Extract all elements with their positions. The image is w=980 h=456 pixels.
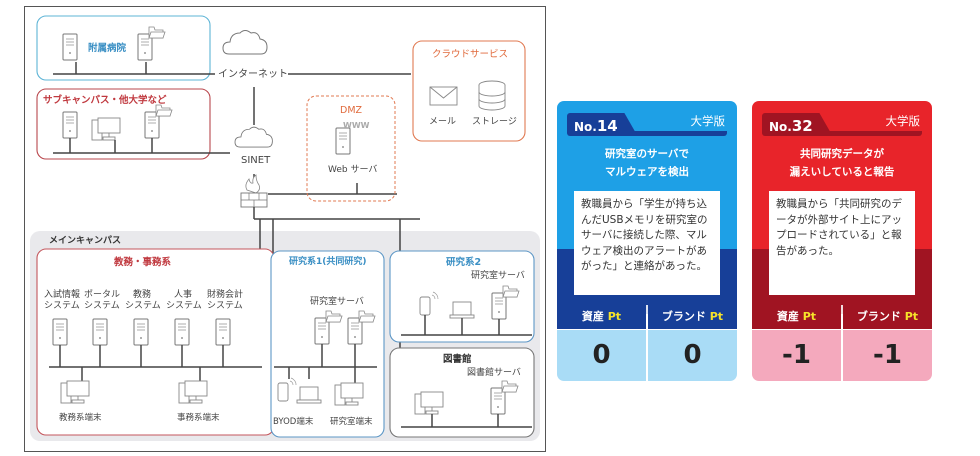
office-terminal-label: 事務系端末 [177,413,220,423]
brand-pt-value: 0 [648,330,737,381]
laptop-icon [296,386,322,404]
research2-server-label: 研究室サーバ [471,271,525,281]
web-server-label: Web サーバ [328,165,378,175]
pc-icon [91,117,121,141]
internet-cloud-icon [222,30,268,55]
card-description: 教職員から「学生が持ち込んだUSBメモリを研究室のサーバに接続した際、マルウェア… [574,191,720,295]
server-icon [62,111,78,139]
system-label: 財務会計システム [207,290,244,311]
server-icon [215,318,231,346]
admin-zone [36,248,275,436]
lab-terminal-label: 研究室端末 [330,417,373,427]
firewall-icon [240,174,268,208]
sinet-label: SINET [241,155,271,166]
mail-label: メール [429,117,457,127]
hospital-label: 附属病院 [88,43,127,54]
asset-pt-value: 0 [557,330,646,381]
system-label: 人事システム [166,290,202,311]
cloud-services-title: クラウドサービス [432,49,509,60]
card-edition: 大学版 [690,114,726,128]
cloud-services-zone [412,40,526,142]
asset-pt-header: 資産 Pt [557,305,646,329]
network-lines [30,15,540,441]
card-edition: 大学版 [885,114,921,128]
research2-title: 研究系2 [446,257,482,268]
card-number: No.14 [574,117,618,135]
academic-terminal-label: 教務系端末 [59,413,102,423]
admin-title: 教務・事務系 [114,257,172,268]
server-icon [174,318,190,346]
lab-server-label: 研究室サーバ [310,297,364,307]
network-diagram: 附属病院 インターネット サブキャンパス・他大学など SINET クラウドサービ… [24,6,546,452]
server-icon [133,318,149,346]
library-title: 図書館 [443,354,472,365]
folder-icon [148,26,166,39]
server-icon [62,33,78,61]
brand-pt-value: -1 [843,330,932,381]
main-campus-label: メインキャンパス [49,236,122,246]
mail-icon [429,86,458,106]
incident-card: No.14 大学版 研究室のサーバで マルウェアを検出 教職員から「学生が持ち込… [557,101,737,381]
system-label: ポータルシステム [84,290,121,311]
brand-pt-header: ブランド Pt [648,305,737,329]
library-server-label: 図書館サーバ [467,368,521,378]
server-icon [52,318,68,346]
card-title: 研究室のサーバで マルウェアを検出 [605,148,689,178]
storage-label: ストレージ [472,117,517,127]
brand-pt-header: ブランド Pt [843,305,932,329]
asset-pt-value: -1 [752,330,841,381]
card-header: No.14 大学版 [567,113,727,136]
server-icon [92,318,108,346]
laptop-icon [449,301,475,319]
dmz-zone [306,95,396,202]
card-number: No.32 [769,117,813,135]
system-label: 教務システム [125,290,161,311]
web-server-icon [335,127,351,155]
storage-icon [478,80,506,111]
folder-icon [155,104,173,117]
incident-card: No.32 大学版 共同研究データが 漏えいしていると報告 教職員から「共同研究… [752,101,932,381]
subcampus-label: サブキャンパス・他大学など [43,95,167,106]
www-label: WWW [343,121,370,130]
internet-label: インターネット [218,69,288,80]
card-header: No.32 大学版 [762,113,922,136]
card-description: 教職員から「共同研究のデータが外部サイト上にアップロードされている」と報告があっ… [769,191,915,295]
system-label: 入試情報システム [44,290,81,311]
research1-title: 研究系1(共同研究) [289,257,367,267]
card-title: 共同研究データが 漏えいしていると報告 [789,148,895,178]
byod-label: BYOD端末 [273,417,314,427]
asset-pt-header: 資産 Pt [752,305,841,329]
dmz-title: DMZ [340,105,363,116]
subcampus-zone [36,88,211,160]
sinet-cloud-icon [234,126,273,148]
hospital-zone [36,15,211,81]
